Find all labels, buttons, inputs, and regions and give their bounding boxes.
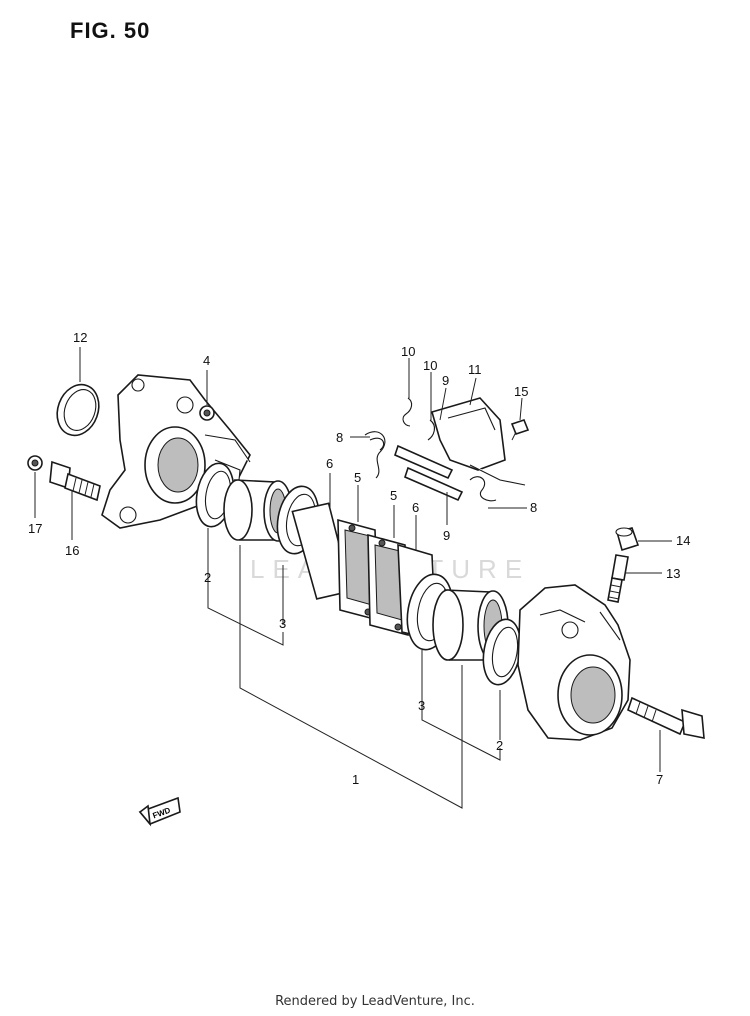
part-8-clip-right[interactable] — [469, 476, 497, 502]
callout-3-left: 3 — [279, 616, 286, 631]
callout-7: 7 — [656, 772, 663, 787]
part-10-pin-clip-b[interactable] — [427, 419, 436, 441]
part-13-bleeder-valve[interactable] — [607, 554, 629, 603]
part-9-pin-lower[interactable] — [404, 466, 464, 502]
callout-14: 14 — [676, 533, 690, 548]
part-15-screw[interactable] — [510, 419, 530, 441]
callout-10-a: 10 — [401, 344, 415, 359]
callout-8-left: 8 — [336, 430, 343, 445]
part-7-bolt[interactable] — [627, 696, 705, 739]
callout-15: 15 — [514, 384, 528, 399]
callout-11: 11 — [468, 362, 482, 377]
callout-5-right: 5 — [390, 488, 397, 503]
callout-2-left: 2 — [204, 570, 211, 585]
footer-credit: Rendered by LeadVenture, Inc. — [275, 994, 475, 1009]
callout-13: 13 — [666, 566, 680, 581]
part-17-nut[interactable] — [27, 455, 43, 471]
caliper-housing-right[interactable] — [517, 584, 631, 741]
callout-17: 17 — [28, 521, 42, 536]
part-12-cap[interactable] — [50, 379, 105, 442]
figure-title: FIG. 50 — [70, 18, 151, 43]
callout-8-right: 8 — [530, 500, 537, 515]
part-8-clip-left[interactable] — [364, 431, 386, 479]
part-14-bleeder-cap[interactable] — [615, 527, 640, 552]
part-10-pin-clip-a[interactable] — [402, 397, 413, 427]
part-11-cover[interactable] — [431, 397, 526, 486]
callout-3-right: 3 — [418, 698, 425, 713]
part-9-pin-upper[interactable] — [394, 444, 454, 480]
leader-lines — [34, 347, 672, 809]
callout-6-left: 6 — [326, 456, 333, 471]
part-2-seal-right[interactable] — [479, 616, 526, 687]
callout-9-lower: 9 — [443, 528, 450, 543]
callout-5-left: 5 — [354, 470, 361, 485]
callout-6-right: 6 — [412, 500, 419, 515]
part-4-nut[interactable] — [199, 405, 215, 421]
callout-4: 4 — [203, 353, 210, 368]
callout-10-b: 10 — [423, 358, 437, 373]
callout-9-upper: 9 — [442, 373, 449, 388]
part-16-bolt[interactable] — [49, 460, 101, 502]
callout-labels: 12 4 17 16 2 3 1 3 2 6 5 5 6 8 10 10 9 1… — [28, 330, 690, 787]
callout-16: 16 — [65, 543, 79, 558]
callout-2-right: 2 — [496, 738, 503, 753]
fwd-arrow-icon: FWD — [138, 796, 181, 827]
callout-1: 1 — [352, 772, 359, 787]
callout-12: 12 — [73, 330, 87, 345]
